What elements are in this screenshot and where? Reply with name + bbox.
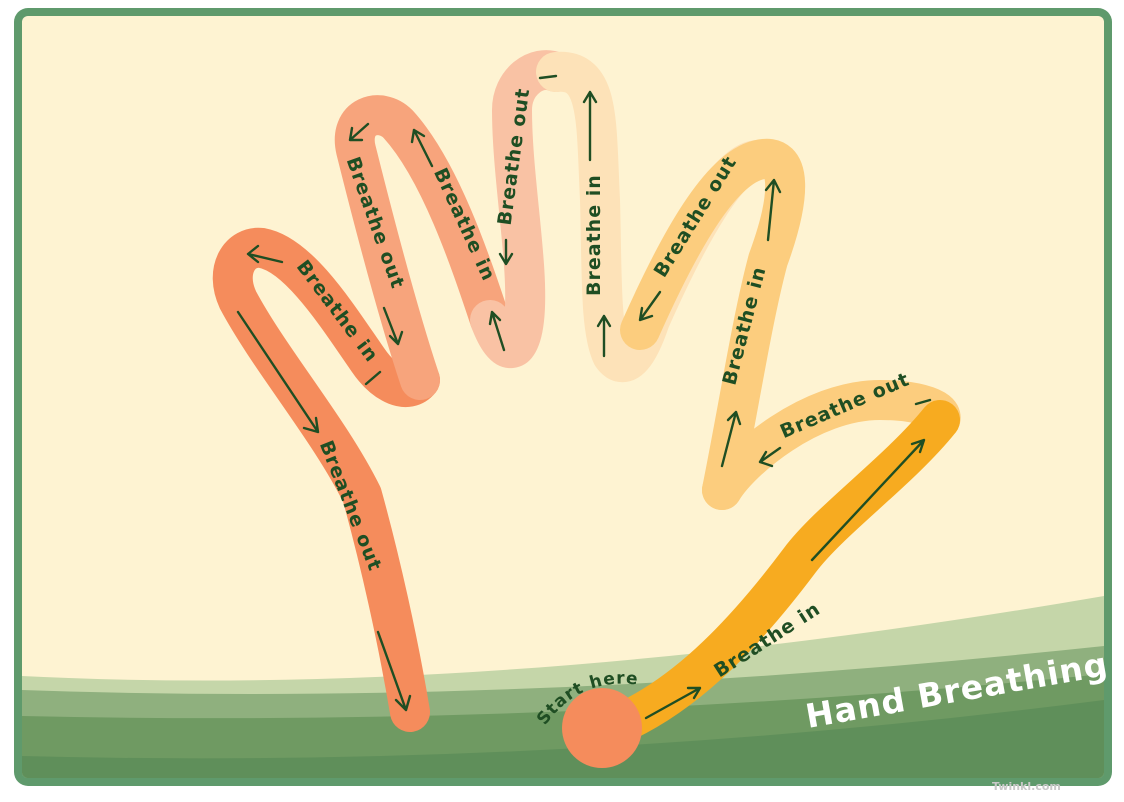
- arrow-idx2-up: [764, 178, 782, 242]
- arrow-ring-up: [410, 128, 434, 168]
- thumb-path: [590, 400, 960, 748]
- arrow-idx-up: [582, 90, 598, 162]
- ring-finger-path: [334, 95, 510, 400]
- arrow-ring-join: [364, 370, 382, 386]
- hill-dark: [22, 700, 1104, 778]
- little-finger-path: [212, 227, 440, 732]
- arrow-mid-top: [538, 74, 558, 80]
- arrow-thumb-out: [758, 446, 782, 468]
- arrow-little-down: [236, 310, 320, 434]
- arrow-ring-top: [348, 122, 370, 142]
- arrow-idx2-low: [720, 410, 742, 468]
- arrow-mid-down: [498, 238, 514, 266]
- arrow-mid-up: [488, 310, 506, 352]
- arrow-idx-bottom: [596, 314, 612, 358]
- arrow-ring-down: [382, 306, 404, 346]
- frame-background: [22, 16, 1104, 778]
- arrow-thumb-top: [914, 398, 932, 406]
- middle-finger-path: [470, 50, 576, 368]
- arrow-start: [644, 686, 702, 720]
- arrow-thumb-up: [810, 438, 926, 562]
- start-dot: [562, 688, 642, 768]
- arrow-little-top: [246, 244, 284, 264]
- arrow-idx-out: [638, 290, 662, 322]
- brand-label: Twinkl.com: [992, 780, 1061, 793]
- direction-arrows: [236, 74, 932, 720]
- index-finger-outer-path: [620, 138, 806, 510]
- arrow-little-bottom: [376, 630, 412, 712]
- label-index-breathe-in: Breathe in: [583, 174, 605, 296]
- hand-outline: [212, 50, 961, 748]
